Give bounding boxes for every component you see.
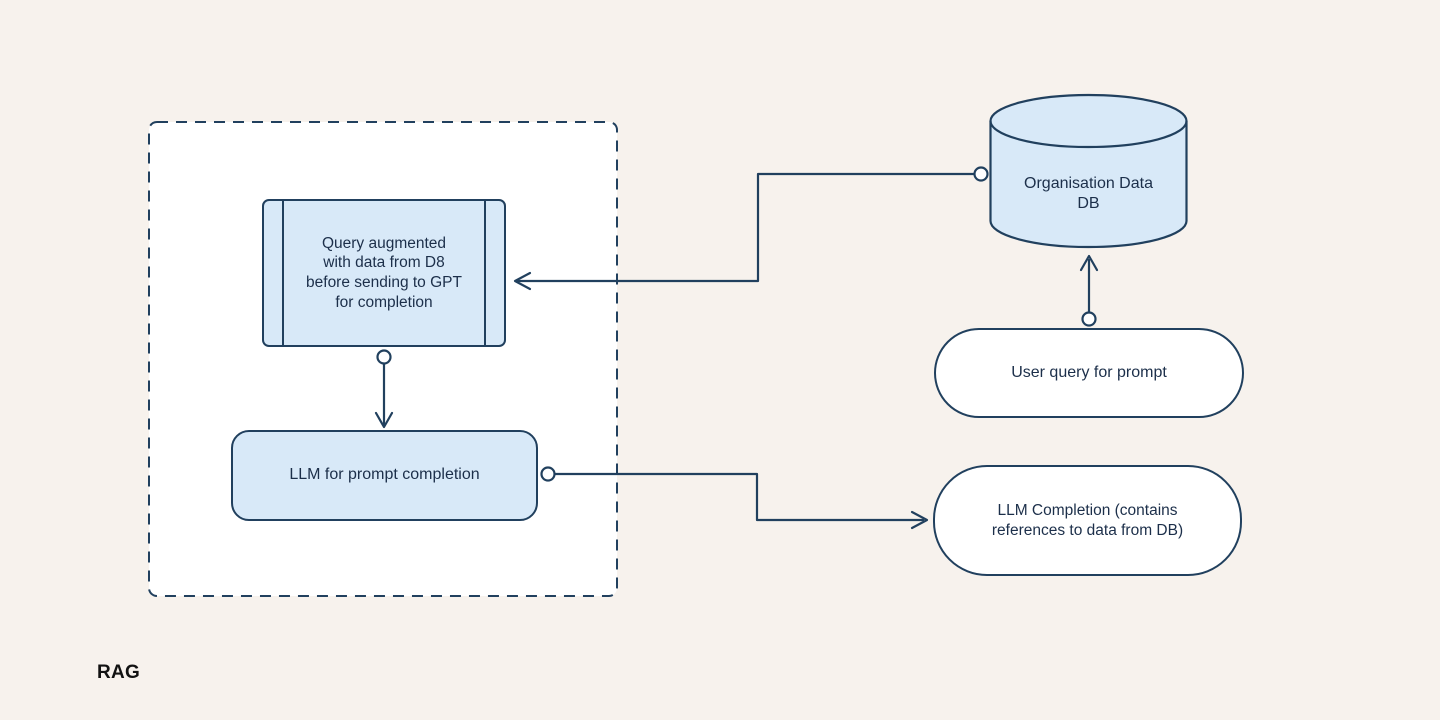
connector-dot <box>1081 311 1097 327</box>
arrowhead-left-icon <box>513 271 532 291</box>
node-user-query-label: User query for prompt <box>1011 363 1167 381</box>
node-llm: LLM for prompt completion <box>231 430 538 521</box>
process-stripe-right <box>484 201 486 345</box>
edge-db-to-query <box>513 166 989 291</box>
edge-llm-to-completion <box>540 466 929 530</box>
connector-dot <box>540 466 556 482</box>
arrowhead-right-icon <box>910 510 929 530</box>
node-org-db-label-wrap: Organisation Data DB <box>1008 170 1169 218</box>
edge-query-to-llm <box>374 349 394 429</box>
db-cylinder-body <box>989 93 1188 249</box>
edge-userquery-to-db <box>1079 254 1099 327</box>
arrowhead-up-icon <box>1079 254 1099 272</box>
node-llm-completion: LLM Completion (contains references to d… <box>933 465 1242 576</box>
diagram-caption: RAG <box>97 662 141 683</box>
connector-dot <box>973 166 989 182</box>
node-user-query: User query for prompt <box>934 328 1244 418</box>
connector-dot <box>376 349 392 365</box>
node-llm-label: LLM for prompt completion <box>289 466 480 484</box>
node-query-augmented: Query augmented with data from D8 before… <box>262 199 506 347</box>
node-query-augmented-label: Query augmented with data from D8 before… <box>306 234 462 311</box>
process-stripe-left <box>282 201 284 345</box>
db-cylinder <box>989 93 1188 249</box>
db-cylinder-lid <box>989 120 1188 149</box>
arrowhead-down-icon <box>374 411 394 429</box>
node-llm-completion-label: LLM Completion (contains references to d… <box>991 501 1184 539</box>
node-org-db-label: Organisation Data DB <box>1024 174 1153 212</box>
